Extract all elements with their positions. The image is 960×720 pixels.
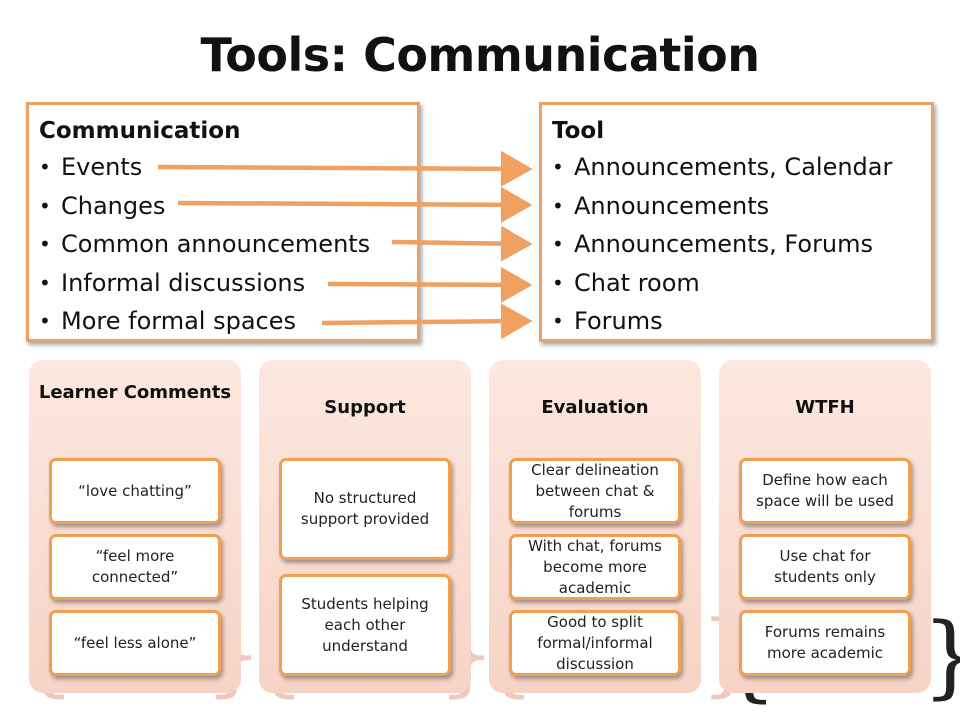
list-item: • Common announcements <box>39 225 417 264</box>
page-title: Tools: Communication <box>200 28 760 82</box>
tool-item-label: Announcements, Calendar <box>574 153 893 181</box>
bullet-icon: • <box>552 270 564 295</box>
column-title: WTFH <box>795 397 855 418</box>
column-title: Learner Comments <box>38 382 232 403</box>
bullet-icon: • <box>39 232 51 256</box>
communication-item-label: Common announcements <box>61 230 371 258</box>
list-item: • Chat room <box>552 264 931 303</box>
tool-item-label: Announcements <box>574 191 770 220</box>
bullet-icon: • <box>552 193 564 218</box>
tool-box: Tool • Announcements, Calendar • Announcem… <box>539 102 934 342</box>
comment-card: “love chatting” <box>49 458 221 524</box>
bullet-icon: • <box>39 155 51 179</box>
tool-item-label: Chat room <box>574 268 700 297</box>
bullet-icon: • <box>552 232 564 256</box>
communication-item-label: Informal discussions <box>61 268 306 297</box>
support-card: No structured support provided <box>279 458 451 560</box>
bullet-icon: • <box>39 309 51 333</box>
list-item: • More formal spaces <box>39 302 417 341</box>
list-item: • Events <box>39 148 417 187</box>
bullet-icon: • <box>39 270 51 295</box>
communication-item-label: More formal spaces <box>61 307 296 335</box>
column-title: Evaluation <box>541 397 649 418</box>
evaluation-card: Clear delineation between chat & forums <box>509 458 681 524</box>
communication-heading: Communication <box>39 118 241 144</box>
list-item: • Announcements, Forums <box>552 225 931 264</box>
wtfh-card: Forums remains more academic <box>739 610 911 676</box>
evaluation-card: Good to split formal/informal discussion <box>509 610 681 676</box>
list-item: • Announcements <box>552 187 931 226</box>
tool-item-label: Announcements, Forums <box>574 230 874 258</box>
tool-list: •Announcements, Calendar •Announcements … <box>552 148 931 341</box>
evaluation-card: With chat, forums become more academic <box>509 534 681 600</box>
communication-box: Communication • Events • Changes • Common a… <box>26 102 420 342</box>
wtfh-column: WTFH Define how each space will be used … <box>719 360 931 693</box>
list-item: • Announcements, Calendar <box>552 148 931 187</box>
support-card: Students helping each other understand <box>279 574 451 676</box>
communication-item-label: Changes <box>61 191 166 220</box>
list-item: • Changes <box>39 187 417 226</box>
comment-card: “feel more connected” <box>49 534 221 600</box>
communication-list: • Events • Changes • Common announcements •… <box>39 148 417 341</box>
learner-comments-column: Learner Comments “love chatting” “feel m… <box>29 360 241 693</box>
list-item: • Forums <box>552 302 931 341</box>
column-title: Support <box>324 397 406 418</box>
bullet-icon: • <box>552 155 564 179</box>
support-column: Support No structured support provided S… <box>259 360 471 693</box>
comment-card: “feel less alone” <box>49 610 221 676</box>
tool-item-label: Forums <box>574 307 663 335</box>
evaluation-column: Evaluation Clear delineation between cha… <box>489 360 701 693</box>
bullet-icon: • <box>39 193 51 218</box>
list-item: • Informal discussions <box>39 264 417 303</box>
wtfh-card: Use chat for students only <box>739 534 911 600</box>
wtfh-card: Define how each space will be used <box>739 458 911 524</box>
communication-item-label: Events <box>61 153 143 181</box>
tool-heading: Tool <box>552 118 605 144</box>
bullet-icon: • <box>552 309 564 333</box>
